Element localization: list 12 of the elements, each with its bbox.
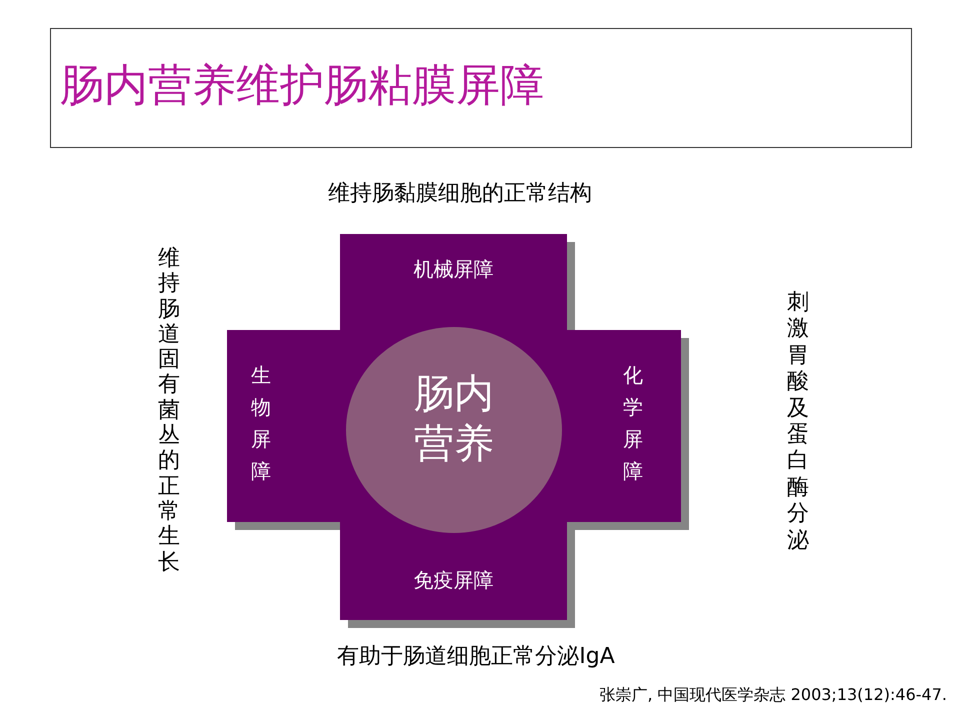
cross-shape (227, 234, 689, 628)
annotation-text: 维持肠道固有菌丛的正常生长 (158, 246, 180, 575)
citation-text: 张崇广, 中国现代医学杂志 2003;13(12):46-47. (598, 685, 947, 706)
slide-title: 肠内营养维护肠粘膜屏障 (60, 59, 544, 113)
annotation-text: 有助于肠道细胞正常分泌IgA (336, 643, 616, 671)
barrier-label: 化学屏障 (623, 362, 643, 485)
barrier-label: 免疫屏障 (412, 567, 494, 594)
barrier-label: 机械屏障 (412, 256, 494, 283)
barrier-label: 生物屏障 (251, 362, 271, 485)
annotation-text: 维持肠黏膜细胞的正常结构 (327, 180, 593, 208)
center-label: 肠内营养 (413, 370, 495, 469)
annotation-text: 刺激胃酸及蛋白酶分泌 (787, 290, 809, 554)
